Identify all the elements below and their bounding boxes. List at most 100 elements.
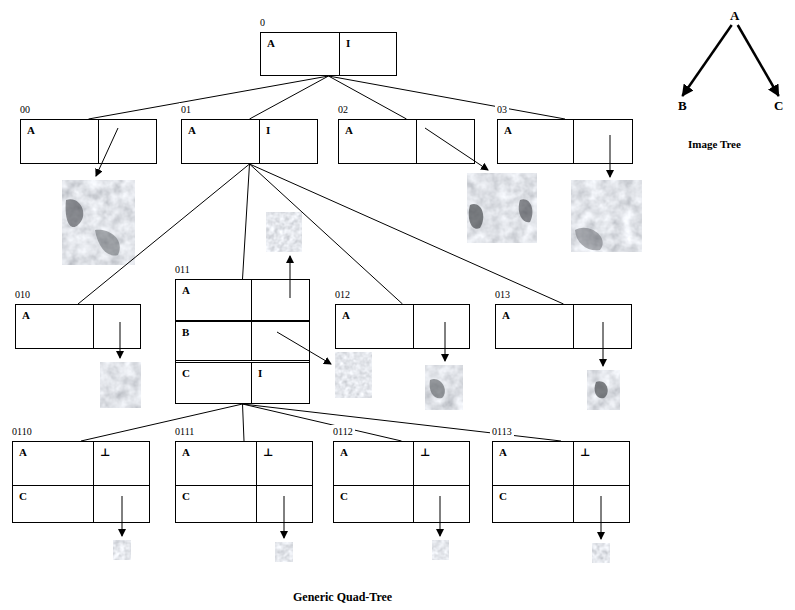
node-label: 0112 [331, 425, 355, 439]
image-tile [62, 180, 135, 265]
cell-letter: C [176, 486, 190, 503]
node-cell: C [176, 486, 256, 522]
node-cell [256, 486, 312, 522]
node-cell: ⊥ [573, 442, 629, 485]
image-tile [425, 365, 463, 410]
node-label: 010 [13, 288, 32, 302]
image-tile [113, 540, 131, 560]
image-tile [467, 173, 537, 243]
node-row: AI [261, 33, 396, 75]
image-tile [266, 212, 302, 252]
quad-tree-node: 0AI [260, 12, 397, 76]
tile-blot [430, 379, 445, 398]
tile-blot [95, 230, 120, 256]
node-label: 013 [493, 288, 512, 302]
node-row: A [339, 120, 474, 163]
node-cell: C [13, 486, 93, 522]
quad-tree-node: 0111A⊥C [175, 421, 313, 523]
node-cell: A [336, 305, 413, 348]
tile-blot [595, 381, 608, 398]
node-cell: A [16, 305, 93, 348]
tree-branch [250, 76, 329, 119]
cell-letter: C [334, 486, 348, 503]
node-row: A [16, 305, 140, 348]
quad-tree-node: 00A [20, 99, 157, 164]
tree-branch [243, 404, 245, 441]
node-row: CI [176, 360, 309, 403]
image-tile [100, 362, 141, 408]
tree-branch [89, 76, 329, 119]
image-tile [432, 540, 449, 560]
node-cell: C [176, 363, 251, 403]
node-cell [251, 280, 309, 320]
node-row: A [176, 280, 309, 320]
tree-branch [78, 164, 250, 304]
node-row: A⊥ [493, 442, 629, 485]
node-row: C [13, 485, 149, 522]
node-cell: I [339, 33, 396, 75]
cell-letter: A [336, 305, 350, 322]
pointer-arrow [601, 496, 602, 539]
node-box: A [20, 119, 157, 164]
cell-letter: A [334, 442, 348, 459]
quad-tree-node: 010A [15, 284, 141, 349]
node-row: A [21, 120, 156, 163]
node-row: C [334, 485, 469, 522]
quad-tree-node: 02A [338, 99, 475, 164]
node-cell [573, 305, 631, 348]
node-row: A [496, 305, 631, 348]
pointer-arrow [120, 322, 121, 358]
node-row: C [493, 485, 629, 522]
node-label: 0111 [173, 425, 196, 439]
cell-letter: A [13, 442, 27, 459]
node-box: A [495, 304, 632, 349]
tile-blot [66, 199, 84, 227]
cell-letter: ⊥ [414, 442, 431, 459]
node-row: A [336, 305, 469, 348]
node-box: A⊥C [175, 441, 313, 523]
node-cell: A [339, 120, 416, 163]
quad-tree-node: 01AI [181, 99, 318, 164]
tree-branch [243, 164, 250, 279]
quad-tree-node: 012A [335, 284, 470, 349]
cell-letter: C [176, 363, 190, 380]
node-cell: C [334, 486, 413, 522]
node-cell [251, 322, 309, 360]
cell-letter: A [182, 120, 196, 137]
tree-letter-node: C [774, 96, 783, 114]
node-cell: I [251, 363, 309, 403]
cell-letter: ⊥ [94, 442, 111, 459]
tree-branch [243, 404, 562, 441]
node-label: 03 [495, 103, 509, 117]
node-cell: A [176, 280, 251, 320]
quad-tree-node: 03A [497, 99, 633, 164]
pointer-arrow [122, 496, 123, 536]
node-cell: C [493, 486, 573, 522]
node-cell [98, 120, 156, 163]
caption: Generic Quad-Tree [293, 590, 392, 605]
node-row: B [176, 320, 309, 360]
tile-images [62, 173, 642, 563]
cell-letter: A [493, 442, 507, 459]
node-box: A [15, 304, 141, 349]
node-box: A [497, 119, 633, 164]
cell-letter: B [176, 322, 189, 339]
tree-branch [81, 404, 243, 441]
node-cell [413, 486, 469, 522]
node-label: 01 [179, 103, 193, 117]
cell-letter: C [13, 486, 27, 503]
node-cell: A [493, 442, 573, 485]
node-row: C [176, 485, 312, 522]
image-tile [592, 543, 610, 563]
cell-letter: A [498, 120, 512, 137]
node-box: A ⊥ C [333, 441, 470, 523]
tree-title: Image Tree [688, 138, 741, 150]
quad-tree-node: 011ABCI [175, 259, 310, 404]
tree-letter: B [678, 98, 687, 113]
image-tile [571, 180, 642, 252]
quad-tree-node: 0110A⊥C [12, 421, 150, 523]
cell-letter: A [16, 305, 30, 322]
node-label: 011 [173, 263, 192, 277]
node-box: A ⊥ C [12, 441, 150, 523]
